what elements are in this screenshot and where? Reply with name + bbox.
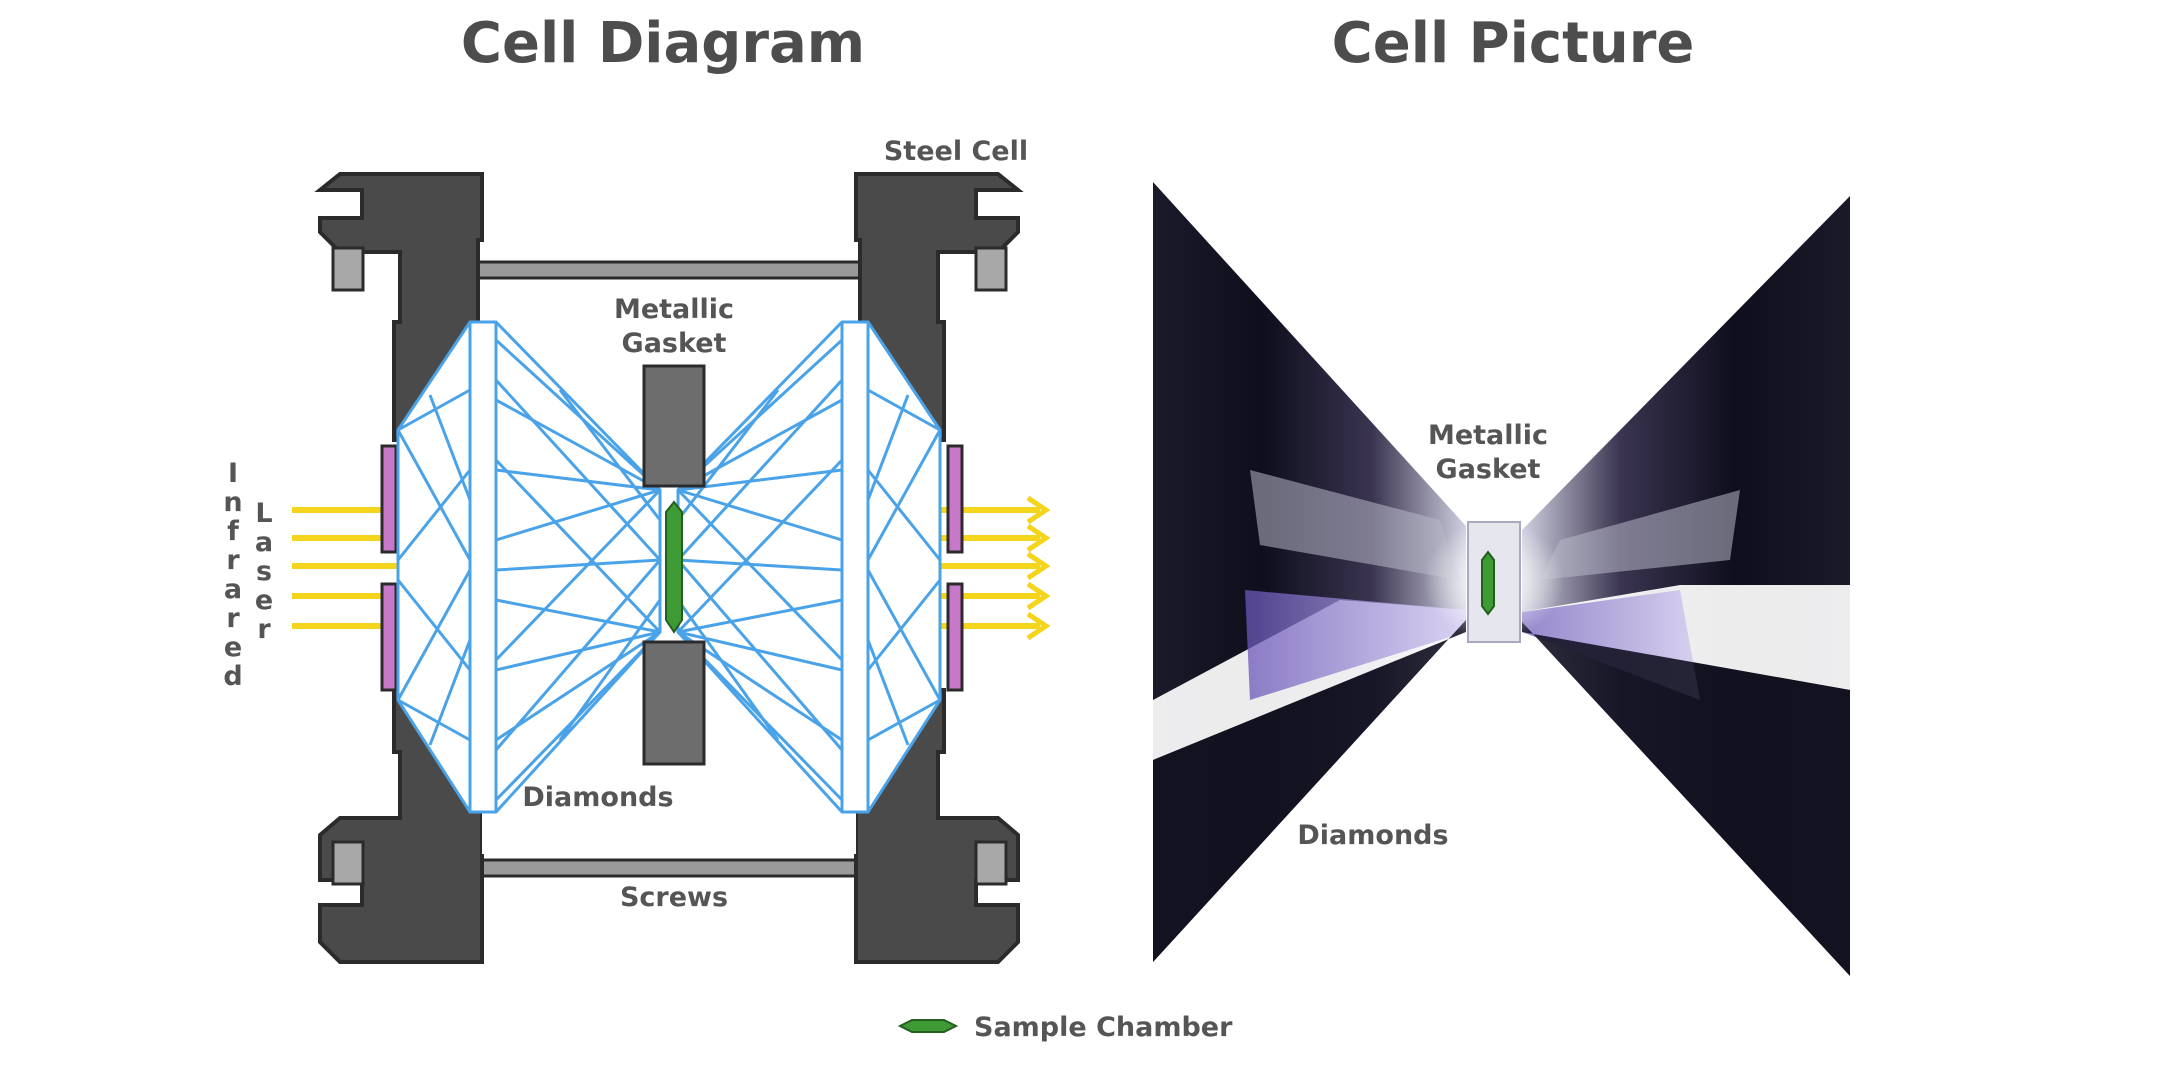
infrared-letter: f bbox=[227, 516, 239, 547]
laser-arrowhead bbox=[1026, 581, 1051, 611]
diamond-facet-line bbox=[494, 458, 662, 634]
diamond-facet-line bbox=[866, 469, 942, 561]
diamond-facet-line bbox=[495, 488, 661, 542]
legend-sample-swatch bbox=[897, 1019, 959, 1033]
diamond-facet-line bbox=[494, 559, 662, 751]
infrared-letter: d bbox=[223, 661, 242, 692]
top-screw-rod bbox=[476, 260, 862, 280]
diamond-facet-line bbox=[495, 558, 661, 572]
sample-chamber-diagram bbox=[665, 500, 683, 634]
photo-gasket-label-line2: Gasket bbox=[1436, 454, 1541, 485]
left-diamond-sparkle bbox=[1250, 470, 1460, 580]
bottom-screw-rod bbox=[476, 858, 862, 878]
infrared-letter: a bbox=[224, 574, 242, 605]
diamonds-label-photo: Diamonds bbox=[1297, 820, 1448, 851]
laser-arrowhead bbox=[1026, 611, 1051, 641]
cell-photo-illustration: Metallic Gasket Diamonds bbox=[1153, 182, 1850, 976]
photo-gasket-label-line1: Metallic bbox=[1428, 420, 1548, 451]
right-cell-cavity bbox=[856, 322, 940, 812]
diamond-facet-line bbox=[396, 569, 472, 701]
diamond-facet-line bbox=[396, 429, 472, 561]
diamond-facet-line bbox=[397, 388, 471, 432]
steel-cell-label: Steel Cell bbox=[884, 136, 1028, 167]
diamond-facet-line bbox=[676, 599, 780, 741]
diamond-facet-line bbox=[494, 378, 662, 562]
diamond-facet-line bbox=[428, 639, 472, 746]
laser-letter: L bbox=[255, 498, 272, 529]
metallic-gasket-label-line2: Gasket bbox=[622, 328, 727, 359]
diamond-facet-line bbox=[396, 469, 472, 561]
diamond-facet-line bbox=[866, 639, 910, 746]
diamond-facet-line bbox=[677, 558, 843, 572]
left-window-bottom bbox=[380, 582, 398, 692]
left-diamond-purple-band bbox=[1245, 590, 1466, 700]
diamond-facet-line bbox=[867, 388, 941, 432]
infrared-letter: e bbox=[224, 632, 242, 663]
diamond-facet-line bbox=[558, 389, 662, 521]
diamond-facet-line bbox=[677, 488, 843, 542]
left-diamond-lower-dark bbox=[1153, 620, 1466, 962]
laser-letter: r bbox=[257, 614, 271, 645]
infrared-letter: n bbox=[223, 487, 242, 518]
laser-arrowhead bbox=[1026, 551, 1051, 581]
infrared-letter: I bbox=[228, 458, 238, 489]
right-bottom-slot bbox=[974, 840, 1008, 886]
right-diamond-lower-dark bbox=[1522, 622, 1850, 976]
diamond-facet-line bbox=[866, 579, 942, 671]
diamond-facet-line bbox=[677, 598, 843, 634]
diamond-facet-line bbox=[676, 559, 844, 751]
diamond-facet-line bbox=[428, 394, 472, 501]
diamond-facet-line bbox=[558, 599, 662, 741]
diamond-facet-line bbox=[866, 569, 942, 701]
right-diamond-sparkle bbox=[1540, 490, 1740, 580]
infrared-letter: r bbox=[226, 603, 240, 634]
sample-chamber-photo bbox=[1481, 550, 1495, 616]
cell-diagram-title: Cell Diagram bbox=[461, 11, 865, 76]
right-top-slot bbox=[974, 246, 1008, 292]
diamond-facet-line bbox=[676, 389, 780, 521]
diamond-facet-line bbox=[397, 698, 471, 742]
right-window-bottom bbox=[946, 582, 964, 692]
diamond-facet-line bbox=[676, 488, 844, 662]
left-top-slot bbox=[331, 246, 365, 292]
infrared-letter: r bbox=[226, 545, 240, 576]
diamond-facet-line bbox=[867, 698, 941, 742]
left-cell-cavity bbox=[398, 322, 482, 812]
left-window-top bbox=[380, 444, 398, 554]
gasket-bottom bbox=[642, 640, 706, 766]
diamond-facet-line bbox=[396, 579, 472, 671]
screws-label: Screws bbox=[620, 882, 728, 913]
laser-letter: s bbox=[256, 556, 272, 587]
laser-letter: e bbox=[255, 585, 273, 616]
legend-sample-chamber-label: Sample Chamber bbox=[974, 1012, 1233, 1043]
right-window-top bbox=[946, 444, 964, 554]
diamond-facet-line bbox=[866, 429, 942, 561]
diamond-facet-line bbox=[495, 598, 661, 634]
metallic-gasket-label-line1: Metallic bbox=[614, 294, 734, 325]
cell-diagram: Steel Cell Metallic Gasket Diamonds Scre… bbox=[223, 136, 1051, 964]
diamond-facet-line bbox=[676, 458, 844, 634]
laser-arrowhead bbox=[1026, 523, 1051, 553]
legend: Sample Chamber bbox=[897, 1012, 1233, 1043]
diamond-facet-line bbox=[495, 398, 661, 492]
left-bottom-slot bbox=[331, 840, 365, 886]
diamonds-label-diagram: Diamonds bbox=[522, 782, 673, 813]
diamond-facet-line bbox=[676, 378, 844, 562]
diamond-anvils bbox=[396, 320, 942, 814]
cell-picture-title: Cell Picture bbox=[1332, 11, 1695, 76]
gasket-top bbox=[642, 364, 706, 488]
laser-letter: a bbox=[255, 527, 273, 558]
diamond-facet-line bbox=[494, 488, 662, 662]
diamond-facet-line bbox=[866, 394, 910, 501]
laser-arrowhead bbox=[1026, 495, 1051, 525]
diamond-facet-line bbox=[495, 630, 661, 742]
